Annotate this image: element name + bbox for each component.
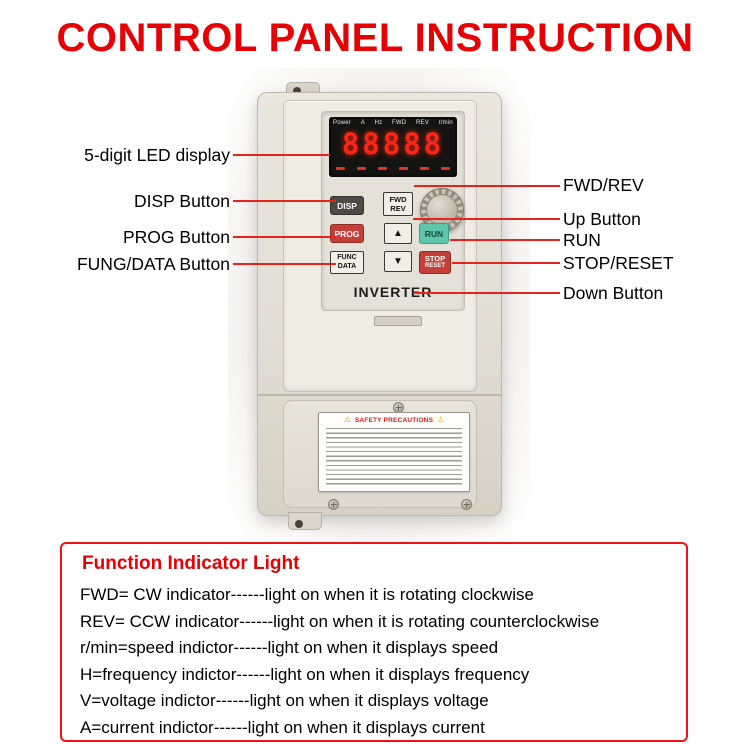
screw-icon	[328, 499, 339, 510]
led-dot	[399, 167, 408, 170]
callout-line	[452, 262, 560, 264]
indicator-label-a: A	[360, 120, 365, 126]
safety-label-fine-print	[326, 428, 462, 486]
led-dot	[357, 167, 366, 170]
led-indicator-dots	[336, 167, 450, 170]
indicator-label-rev: REV	[415, 120, 429, 126]
callout-label-run: RUN	[563, 230, 601, 250]
led-dot	[378, 167, 387, 170]
callout-line	[233, 154, 330, 156]
led-dot	[441, 167, 450, 170]
mounting-hole	[295, 520, 303, 528]
callout-label-prog-button: PROG Button	[123, 227, 230, 247]
mounting-hole	[293, 87, 301, 95]
reset-label: RESET	[424, 263, 445, 270]
legend-line-rmin: r/min=speed indictor------light on when …	[80, 638, 499, 657]
fwd-label: FWD	[389, 194, 407, 204]
callout-label-down-button: Down Button	[563, 283, 664, 303]
indicator-label-power: Power	[333, 120, 352, 126]
disp-button-label: DISP	[337, 200, 357, 211]
knob-cap	[426, 194, 458, 226]
callout-line	[450, 239, 560, 241]
legend-line-h: H=frequency indictor------light on when …	[80, 664, 530, 684]
legend-title: Function Indicator Light	[82, 553, 300, 574]
panel-clip-slot	[374, 316, 422, 326]
callout-line	[413, 292, 560, 294]
data-label: DATA	[337, 262, 357, 270]
callout-line	[233, 200, 336, 202]
mounting-ear-bottom	[288, 512, 322, 530]
callout-label-led-display: 5-digit LED display	[84, 145, 230, 165]
prog-button[interactable]: PROG	[330, 224, 364, 243]
func-data-button[interactable]: FUNC DATA	[330, 251, 364, 274]
led-display	[329, 117, 457, 177]
callout-line	[413, 218, 560, 220]
callout-line	[233, 263, 336, 265]
indicator-label-fwd: FWD	[392, 120, 407, 126]
legend-line-fwd: FWD= CW indicator------light on when it …	[80, 585, 534, 604]
up-button[interactable]: ▲	[384, 223, 412, 244]
down-arrow-icon: ▼	[393, 256, 403, 267]
warning-icon: ⚠	[437, 415, 445, 424]
led-digits: 88888	[341, 127, 445, 161]
led-dot	[420, 167, 429, 170]
indicator-label-rmin: r/min	[438, 120, 453, 126]
display-indicator-labels: Power A Hz FWD REV r/min	[333, 120, 453, 126]
disp-button[interactable]: DISP	[330, 196, 364, 215]
stop-label: STOP	[424, 254, 446, 264]
callout-label-fwd-rev: FWD/REV	[563, 175, 644, 195]
safety-label-title: SAFETY PRECAUTIONS	[354, 416, 434, 424]
screw-icon	[461, 499, 472, 510]
led-dot	[336, 167, 345, 170]
legend-line-v: V=voltage indictor------light on when it…	[80, 691, 489, 710]
function-indicator-legend: Function Indicator Light FWD= CW indicat…	[60, 542, 688, 742]
fwd-rev-button[interactable]: FWD REV	[383, 192, 413, 216]
func-label: FUNC	[337, 253, 357, 261]
prog-button-label: PROG	[334, 228, 360, 239]
callout-line	[414, 185, 560, 187]
page-title: CONTROL PANEL INSTRUCTION	[56, 16, 694, 60]
callout-label-up-button: Up Button	[563, 209, 641, 229]
callout-label-disp-button: DISP Button	[134, 191, 230, 211]
brand-label: INVERTER	[353, 284, 433, 300]
body-seam	[258, 394, 501, 396]
legend-line-rev: REV= CCW indicator------light on when it…	[80, 611, 600, 631]
safety-label-header: ⚠ SAFETY PRECAUTIONS ⚠	[319, 413, 469, 424]
callout-label-stop-reset: STOP/RESET	[563, 253, 674, 273]
run-button-label: RUN	[424, 228, 444, 239]
run-button[interactable]: RUN	[419, 223, 449, 244]
stop-reset-button[interactable]: STOP RESET	[419, 251, 451, 274]
indicator-label-hz: Hz	[374, 120, 383, 126]
safety-precautions-label: ⚠ SAFETY PRECAUTIONS ⚠	[318, 412, 470, 492]
warning-icon: ⚠	[343, 415, 351, 424]
rev-label: REV	[390, 204, 406, 213]
down-button[interactable]: ▼	[384, 251, 412, 272]
callout-label-func-data-button: FUNG/DATA Button	[76, 254, 230, 274]
legend-line-a: A=current indictor------light on when it…	[80, 717, 485, 737]
up-arrow-icon: ▲	[393, 228, 403, 239]
callout-line	[233, 236, 336, 238]
legend-lines: FWD= CW indicator------light on when it …	[80, 582, 686, 741]
